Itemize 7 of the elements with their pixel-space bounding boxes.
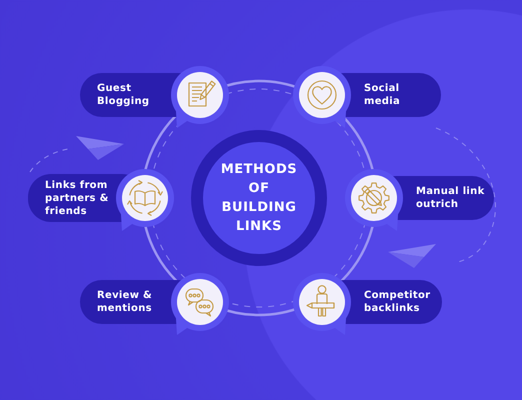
method-label: Social media [364, 82, 402, 108]
method-label: Competitor backlinks [364, 289, 432, 315]
method-label: Links from partners & friends [45, 178, 110, 218]
method-label: Manual link outrich [416, 185, 486, 211]
hub-title: METHODS OF BUILDING LINKS [220, 161, 298, 236]
method-label: Guest Blogging [97, 82, 150, 108]
method-label: Review & mentions [97, 289, 154, 315]
